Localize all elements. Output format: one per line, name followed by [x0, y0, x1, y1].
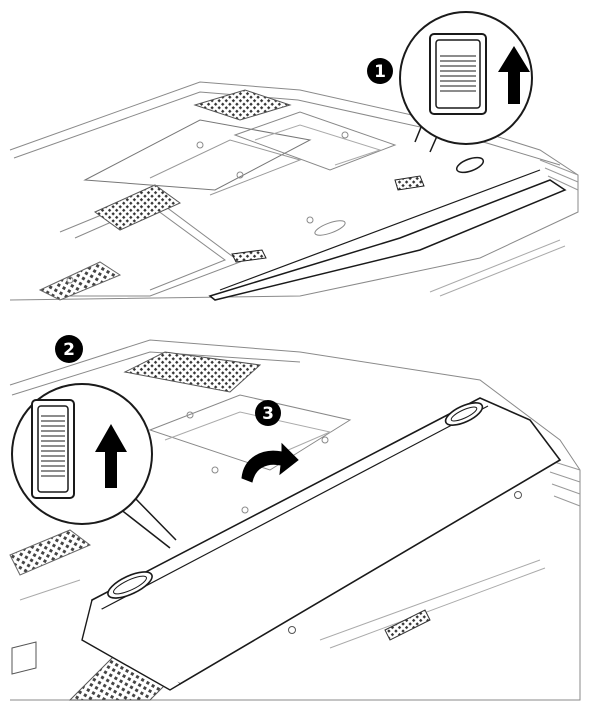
battery-installed: [208, 156, 567, 301]
top-panel: [9, 81, 579, 301]
up-arrow-icon-2: [95, 424, 127, 488]
battery-grip-top: [455, 156, 485, 174]
vent-grill-top: [123, 351, 262, 393]
laptop-body-bottom: [9, 339, 581, 701]
step-badge-1: 1: [367, 58, 393, 84]
rotate-arrow-icon: [241, 442, 299, 483]
battery-grip-upper: [444, 402, 484, 426]
battery-latch-icon: [429, 33, 487, 115]
hdd-bay: [148, 394, 352, 471]
step-number-1: 1: [374, 62, 386, 82]
battery-removed: [81, 397, 562, 691]
vent-grill-upper: [193, 89, 292, 121]
hdd-cover: [233, 111, 397, 171]
vent-grill-lower: [94, 184, 181, 231]
latch-callout-1: [399, 11, 533, 153]
battery-connector: [384, 609, 431, 641]
step-badge-3: 3: [255, 400, 281, 426]
battery-latch-right: [394, 175, 425, 191]
laptop-body-top: [9, 81, 579, 301]
step-badge-2: 2: [55, 335, 83, 363]
step-number-3: 3: [262, 404, 274, 424]
latch-callout-2: [11, 383, 177, 549]
memory-cover: [83, 119, 312, 191]
battery-grip-lower: [107, 571, 153, 599]
port-left: [11, 641, 37, 675]
battery-latch-left: [231, 249, 267, 263]
battery-latch-icon-2: [31, 399, 75, 499]
step-number-2: 2: [63, 340, 75, 360]
up-arrow-icon: [498, 46, 530, 104]
